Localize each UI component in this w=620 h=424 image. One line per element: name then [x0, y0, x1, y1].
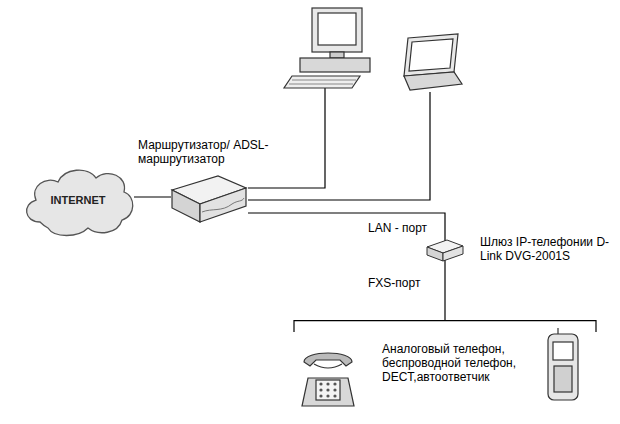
pc-wire — [248, 86, 325, 188]
gateway-label: Шлюз IP-телефонии D-Link DVG-2001S — [480, 235, 612, 263]
connector-line — [248, 213, 445, 243]
phone-group: Аналоговый телефон, беспроводной телефон… — [290, 320, 600, 416]
laptop-wire — [248, 92, 430, 200]
port-label: LAN - порт — [368, 221, 427, 235]
internet-cloud: INTERNET — [18, 160, 138, 240]
router-label: Маршрутизатор/ ADSL-маршрутизатор — [138, 138, 298, 166]
connector-line — [134, 196, 171, 197]
router-device: Маршрутизатор/ ADSL-маршрутизатор — [168, 172, 248, 226]
voip-gateway: Шлюз IP-телефонии D-Link DVG-2001S — [425, 237, 465, 263]
connector-line — [444, 260, 445, 320]
desktop-pc — [284, 8, 370, 88]
port-label: FXS-порт — [368, 276, 420, 290]
gateway-box — [425, 237, 465, 263]
phones-label: Аналоговый телефон, беспроводной телефон… — [382, 342, 534, 384]
cloud-label: INTERNET — [18, 193, 138, 207]
laptop — [404, 34, 462, 90]
router-box — [168, 172, 248, 226]
